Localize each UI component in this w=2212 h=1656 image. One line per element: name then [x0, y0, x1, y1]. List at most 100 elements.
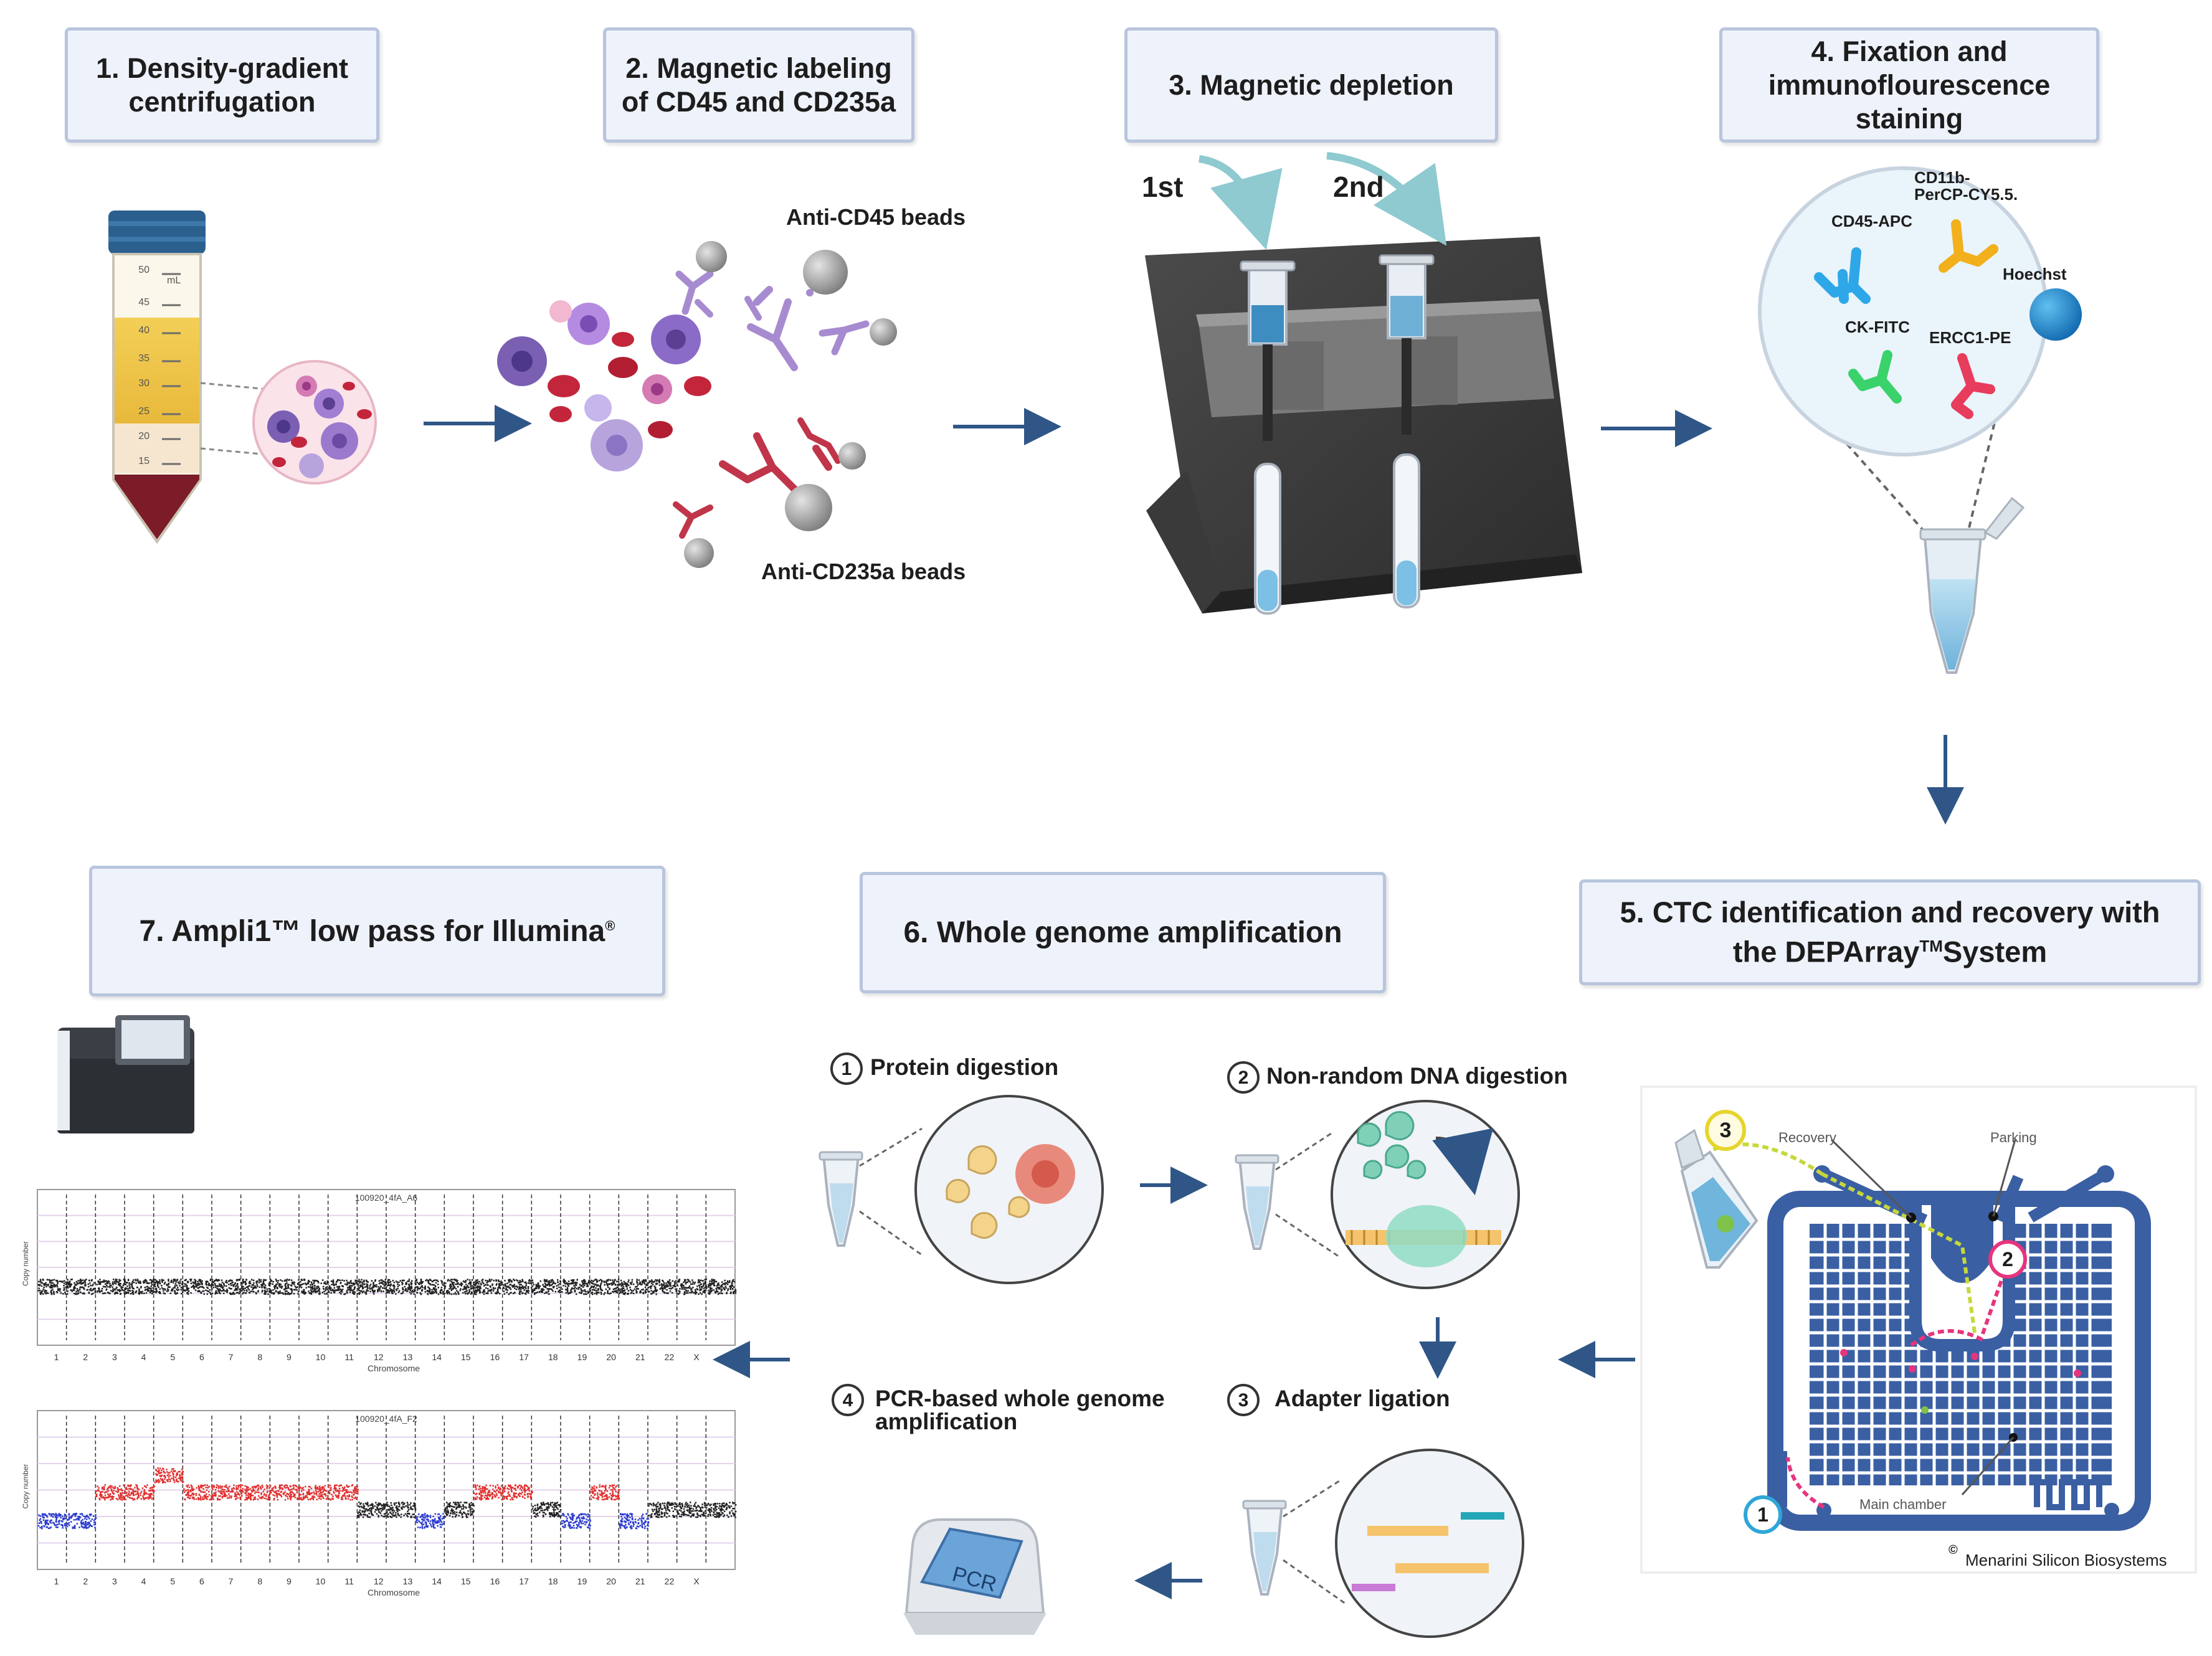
- eppendorf-tube-icon: [1919, 496, 2025, 674]
- tube-scale-30: 30: [138, 378, 150, 389]
- cnv-chromosome-label: 17: [519, 1352, 529, 1362]
- chip-step-2-number: 2: [2002, 1248, 2013, 1270]
- cnv-chromosome-label: 22: [665, 1576, 675, 1586]
- step-4-line1: 4. Fixation and: [1811, 35, 2008, 67]
- cnv-plot-title: 100920_4fA_A6: [355, 1193, 418, 1203]
- cnv-chromosome-label: 20: [606, 1576, 616, 1586]
- cnv-chromosome-label: 14: [432, 1352, 442, 1362]
- column-tube-1: [1240, 260, 1296, 615]
- wga-step-2-number: 2: [1238, 1067, 1249, 1088]
- wga-step-1-label: Protein digestion: [870, 1054, 1059, 1080]
- step-5-line2-post: System: [1942, 935, 2048, 968]
- cnv-chromosome-label: 3: [112, 1576, 117, 1586]
- recovery-tube-icon: [1674, 1128, 1759, 1269]
- flow-arrows: [424, 405, 1964, 1599]
- cnv-chromosome-label: 4: [141, 1576, 146, 1586]
- cnv-chromosome-label: 16: [490, 1576, 500, 1586]
- cnv-chromosome-label: 4: [141, 1352, 146, 1362]
- cnv-chromosome-label: 11: [344, 1352, 354, 1362]
- tube-scale-35: 35: [138, 353, 150, 364]
- step-3-label: 3. Magnetic depletion: [1169, 69, 1454, 101]
- wga-step-4-line1: PCR-based whole genome: [875, 1386, 1165, 1411]
- cd45-apc-antibody-icon: [1814, 247, 1871, 304]
- cnv-chromosome-label: 3: [112, 1352, 117, 1362]
- tube-scale-20: 20: [138, 431, 150, 442]
- dna-digestion-illustration: [1235, 1100, 1520, 1289]
- cnv-chromosome-label: 12: [374, 1352, 384, 1362]
- first-pass-label: 1st: [1142, 171, 1184, 203]
- cnv-chromosome-label: 11: [344, 1576, 354, 1586]
- step-5-box: 5. CTC identification and recovery with …: [1579, 879, 2201, 985]
- cnv-chromosome-label: 9: [287, 1352, 292, 1362]
- cnv-chromosome-label: 2: [83, 1352, 88, 1362]
- anti-cd235a-beads-label: Anti-CD235a beads: [761, 559, 966, 584]
- cnv-chromosome-label: 18: [548, 1352, 558, 1362]
- step-1-line1: 1. Density-gradient: [95, 52, 349, 84]
- cnv-chromosome-label: 8: [257, 1352, 262, 1362]
- cnv-chromosome-label: 7: [229, 1352, 234, 1362]
- step-2-line1: 2. Magnetic labeling: [625, 52, 892, 84]
- cd11b-label: CD11b-: [1914, 168, 1970, 187]
- cnv-chromosome-label: 6: [199, 1352, 204, 1362]
- adapter-ligation-illustration: [1242, 1449, 1524, 1638]
- chip-step-1-number: 1: [1757, 1503, 1768, 1526]
- cnv-chromosome-label: 5: [170, 1352, 175, 1362]
- cnv-chromosome-label: 20: [606, 1352, 616, 1362]
- cnv-chromosome-label: 1: [54, 1576, 59, 1586]
- hoechst-stain-icon: [2029, 288, 2082, 341]
- cnv-chromosome-label: X: [693, 1352, 700, 1362]
- cnv-chromosome-label: 15: [461, 1576, 471, 1586]
- tube-scale-15: 15: [138, 456, 150, 466]
- centrifuge-tube-icon: 50 45 40 35 30 25 20 15 mL: [108, 211, 206, 544]
- wga-step-4-line2: amplification: [875, 1409, 1018, 1434]
- cnv-chromosome-label: 5: [170, 1576, 175, 1586]
- step-6-box: 6. Whole genome amplification: [860, 872, 1386, 993]
- column-tube-2: [1379, 254, 1435, 608]
- cd11b-percp-antibody-icon: [1939, 219, 1998, 273]
- second-pass-label: 2nd: [1333, 171, 1384, 203]
- step-1-line2: centrifugation: [128, 85, 316, 118]
- chip-step-numbers: [1705, 1110, 2027, 1534]
- parking-label: Parking: [1990, 1130, 2037, 1145]
- cnv-plot-xlabel: Chromosome: [368, 1363, 420, 1373]
- cnv-chromosome-label: 6: [199, 1576, 204, 1586]
- cnv-chromosome-label: 13: [403, 1352, 413, 1362]
- cnv-chromosome-label: 19: [577, 1352, 587, 1362]
- wga-step-1-number: 1: [841, 1059, 852, 1079]
- step-3-box: 3. Magnetic depletion: [1124, 27, 1498, 143]
- tube-scale-50: 50: [138, 265, 150, 275]
- ercc1-pe-antibody-icon: [1951, 353, 1995, 419]
- cnv-chromosome-label: 13: [403, 1576, 413, 1586]
- cnv-chromosome-label: X: [693, 1576, 700, 1586]
- cnv-chromosome-label: 10: [316, 1352, 326, 1362]
- trademark-mark: TM: [1919, 937, 1943, 956]
- wga-step-4-number: 4: [842, 1390, 853, 1411]
- anti-cd45-beads-label: Anti-CD45 beads: [786, 204, 966, 230]
- anti-cd45-bead-icon: [675, 241, 897, 371]
- deparray-chip-icon: [1709, 1138, 2151, 1531]
- deparray-panel: [1640, 1086, 2197, 1574]
- registered-mark: ®: [605, 917, 615, 934]
- cnv-chromosome-label: 12: [374, 1576, 384, 1586]
- ercc1-pe-label: ERCC1-PE: [1929, 328, 2011, 347]
- step-5-line2-pre: the DEPArray: [1732, 935, 1920, 968]
- tube-scale-40: 40: [138, 325, 150, 336]
- cd45-apc-label: CD45-APC: [1831, 212, 1913, 230]
- cnv-chromosome-label: 22: [665, 1352, 675, 1362]
- tube-scale-25: 25: [138, 406, 150, 417]
- cnv-chromosome-label: 10: [316, 1576, 326, 1586]
- copyright-label: Menarini Silicon Biosystems: [1965, 1551, 2167, 1569]
- chip-step-3-number: 3: [1719, 1119, 1732, 1142]
- cnv-plot-ylabel: Copy number: [21, 1464, 30, 1508]
- ck-fitc-label: CK-FITC: [1845, 318, 1910, 336]
- step-6-label: 6. Whole genome amplification: [903, 916, 1342, 949]
- cell-zoom-circle: [200, 360, 377, 485]
- tube-scale-45: 45: [138, 297, 150, 308]
- cnv-plot-xlabel: Chromosome: [368, 1587, 420, 1597]
